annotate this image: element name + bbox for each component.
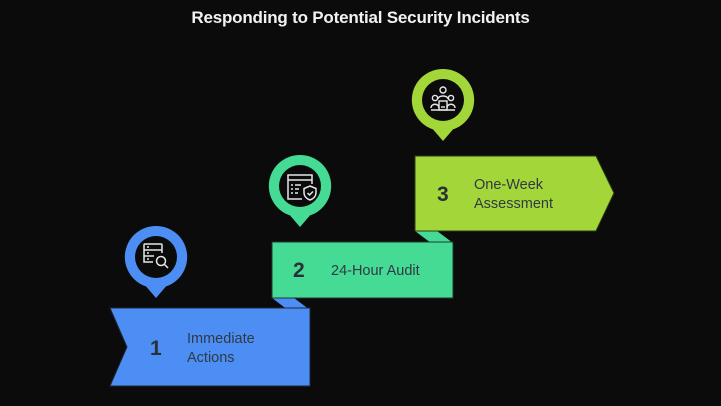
step-3-number: 3 <box>437 183 449 206</box>
step-3-banner <box>414 155 615 232</box>
step-2-pin <box>268 154 332 227</box>
step-3: 3 One-Week Assessment <box>414 155 615 232</box>
step-3-label-line-1: One-Week <box>474 177 544 193</box>
step-1: 1 Immediate Actions <box>109 307 311 387</box>
checklist-shield-icon <box>287 174 317 201</box>
step-3-label-line-2: Assessment <box>474 196 553 212</box>
fold-2-3 <box>415 231 453 243</box>
fold-1-2 <box>272 298 310 310</box>
step-1-number: 1 <box>150 337 162 360</box>
step-3-pin <box>411 68 475 141</box>
server-search-icon <box>143 243 169 269</box>
step-1-label-line-2: Actions <box>187 350 235 366</box>
step-2: 2 24-Hour Audit <box>271 241 454 299</box>
step-1-banner <box>109 307 311 387</box>
step-2-number: 2 <box>293 259 305 282</box>
step-1-pin <box>124 225 188 298</box>
step-2-banner <box>271 241 454 299</box>
team-meeting-icon <box>430 86 456 111</box>
step-2-label: 24-Hour Audit <box>331 263 420 279</box>
diagram-title: Responding to Potential Security Inciden… <box>191 8 530 27</box>
step-1-label-line-1: Immediate <box>187 331 255 347</box>
